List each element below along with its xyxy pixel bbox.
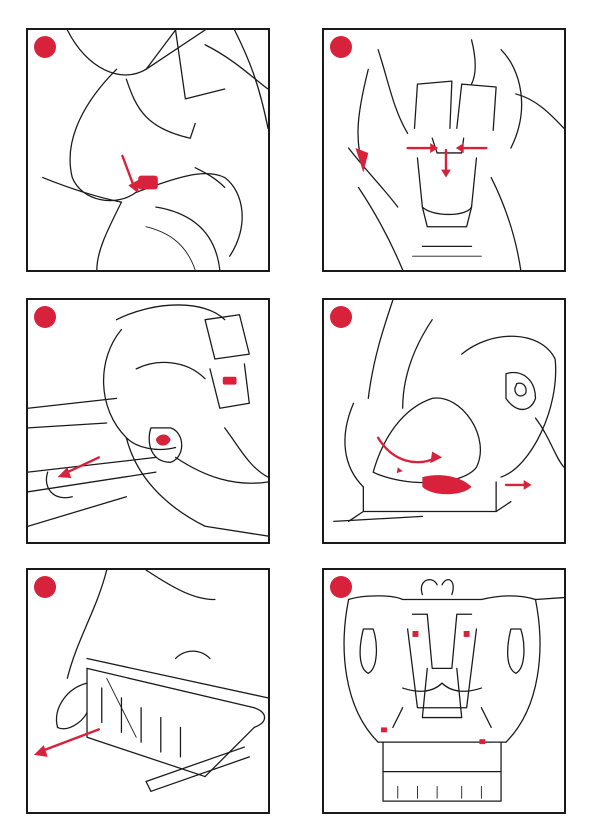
step-panel-2: [322, 28, 566, 272]
step-panel-6: [322, 568, 566, 814]
illustration-buckle-connect: [324, 30, 564, 270]
step-panel-1: [26, 28, 270, 272]
step-marker-dot: [330, 576, 352, 598]
illustration-harness-rear: [324, 570, 564, 812]
step-marker-dot: [34, 576, 56, 598]
step-marker-dot: [34, 36, 56, 58]
step-panel-5: [26, 568, 270, 814]
illustration-lap-belt-route: [28, 300, 268, 542]
illustration-seatbelt-guide: [28, 30, 268, 270]
illustration-seat-rotation: [324, 300, 564, 542]
illustration-base-release: [28, 570, 268, 812]
step-marker-dot: [330, 36, 352, 58]
step-panel-4: [322, 298, 566, 544]
step-panel-3: [26, 298, 270, 544]
step-marker-dot: [34, 306, 56, 328]
step-marker-dot: [330, 306, 352, 328]
